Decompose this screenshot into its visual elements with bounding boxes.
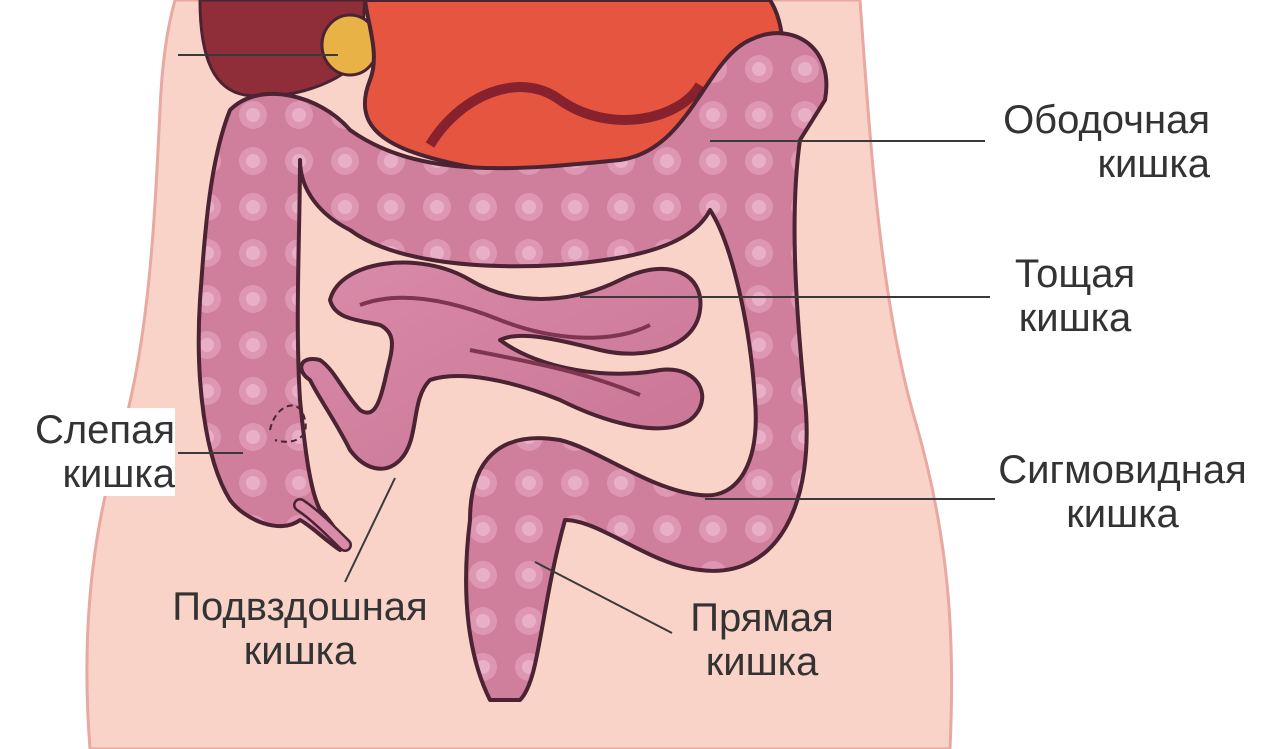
label-colon-line2: кишка xyxy=(940,142,1210,186)
label-ileum: Подвздошная кишка xyxy=(145,585,455,673)
label-cecum-line1: Слепая xyxy=(2,408,175,452)
label-sigmoid-line1: Сигмовидная xyxy=(975,448,1270,492)
label-ileum-line1: Подвздошная xyxy=(145,585,455,629)
label-sigmoid: Сигмовидная кишка xyxy=(975,448,1270,536)
label-colon: Ободочная кишка xyxy=(940,98,1210,186)
label-rectum-line1: Прямая xyxy=(672,596,852,640)
label-cecum: Слепая кишка xyxy=(2,408,175,496)
label-ileum-line2: кишка xyxy=(145,629,455,673)
label-jejunum-line2: кишка xyxy=(985,296,1165,340)
label-cecum-line2: кишка xyxy=(2,452,175,496)
label-jejunum-line1: Тощая xyxy=(985,252,1165,296)
label-sigmoid-line2: кишка xyxy=(975,492,1270,536)
label-rectum: Прямая кишка xyxy=(672,596,852,684)
label-jejunum: Тощая кишка xyxy=(985,252,1165,340)
label-rectum-line2: кишка xyxy=(672,640,852,684)
label-colon-line1: Ободочная xyxy=(940,98,1210,142)
